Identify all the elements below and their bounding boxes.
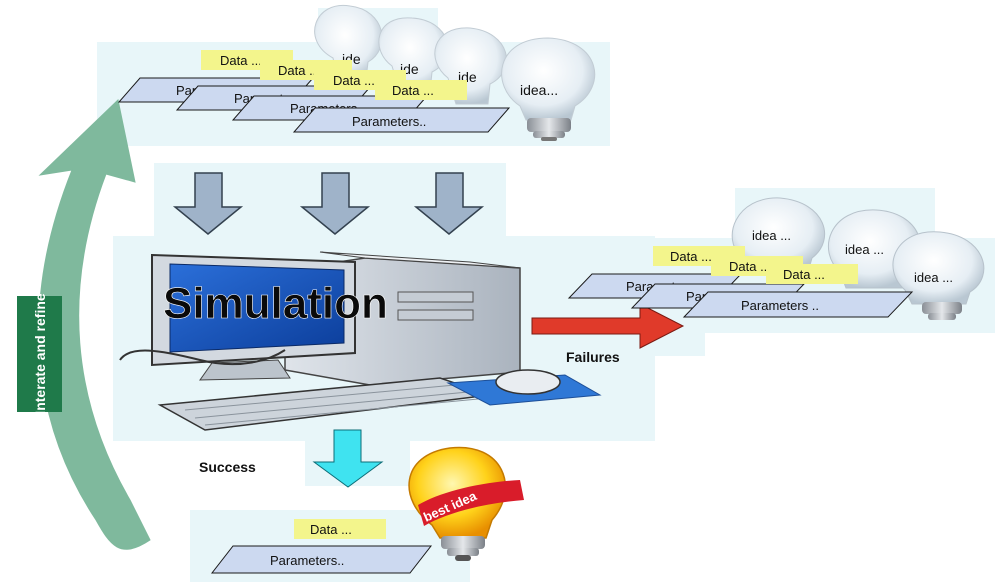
data-note-label: Data ... xyxy=(670,249,712,264)
input-arrows xyxy=(172,172,485,235)
bulb-label: idea... xyxy=(520,82,558,98)
parameter-label: Parameters.. xyxy=(270,553,344,568)
simulation-title: Simulation xyxy=(163,279,388,328)
data-note: Data ... xyxy=(294,519,386,539)
loop-label-box: Interate and refine xyxy=(17,293,62,415)
loop-label: Interate and refine xyxy=(32,293,48,415)
top-parameter-stack: Parameters.. Data ... Parameters.. Data … xyxy=(117,50,511,133)
down-arrow-icon xyxy=(299,172,371,235)
data-note-label: Data ... xyxy=(310,522,352,537)
right-arrow-icon xyxy=(531,303,685,349)
parameter-sheet: Parameters.. xyxy=(210,545,433,574)
data-note-label: Data ... xyxy=(392,83,434,98)
success-arrow: Success xyxy=(199,429,384,488)
parameter-label: Parameters.. xyxy=(352,114,426,129)
data-note: Data ... xyxy=(766,264,858,284)
failures-arrow: Failures xyxy=(531,303,685,365)
idea-bulb-icon: idea ... xyxy=(892,231,985,320)
parameter-sheet: Parameters .. xyxy=(682,291,914,318)
bulb-label: idea ... xyxy=(845,242,884,257)
bulb-label: idea ... xyxy=(752,228,791,243)
computer-icon xyxy=(119,251,602,431)
down-arrow-icon xyxy=(172,172,244,235)
down-arrow-icon xyxy=(413,172,485,235)
iterate-loop-arrow xyxy=(38,99,151,550)
idea-bulb-icon: ide xyxy=(314,4,383,81)
parameter-sheet: Parameters.. xyxy=(292,107,511,133)
idea-bulb-icon: idea... xyxy=(501,37,596,141)
best-idea-bulb-icon: best idea xyxy=(408,446,524,561)
data-note-label: Data ... xyxy=(333,73,375,88)
parameter-label: Parameters .. xyxy=(741,298,819,313)
data-note-label: Data ... xyxy=(278,63,320,78)
bulb-label: idea ... xyxy=(914,270,953,285)
data-note: Data ... xyxy=(375,80,467,100)
failures-label: Failures xyxy=(566,349,620,365)
success-label: Success xyxy=(199,459,256,475)
success-outcome: Parameters.. Data ... best idea xyxy=(210,446,524,574)
failure-bulbs: idea ... idea ... idea ... xyxy=(731,197,985,320)
data-note-label: Data ... xyxy=(729,259,771,274)
data-note-label: Data ... xyxy=(783,267,825,282)
idea-bulb-icon: idea ... xyxy=(731,197,826,273)
down-arrow-icon xyxy=(312,429,384,488)
failure-parameter-stack: Parameters .. Data ... Parameters .. Dat… xyxy=(567,246,914,318)
data-note-label: Data ... xyxy=(220,53,262,68)
